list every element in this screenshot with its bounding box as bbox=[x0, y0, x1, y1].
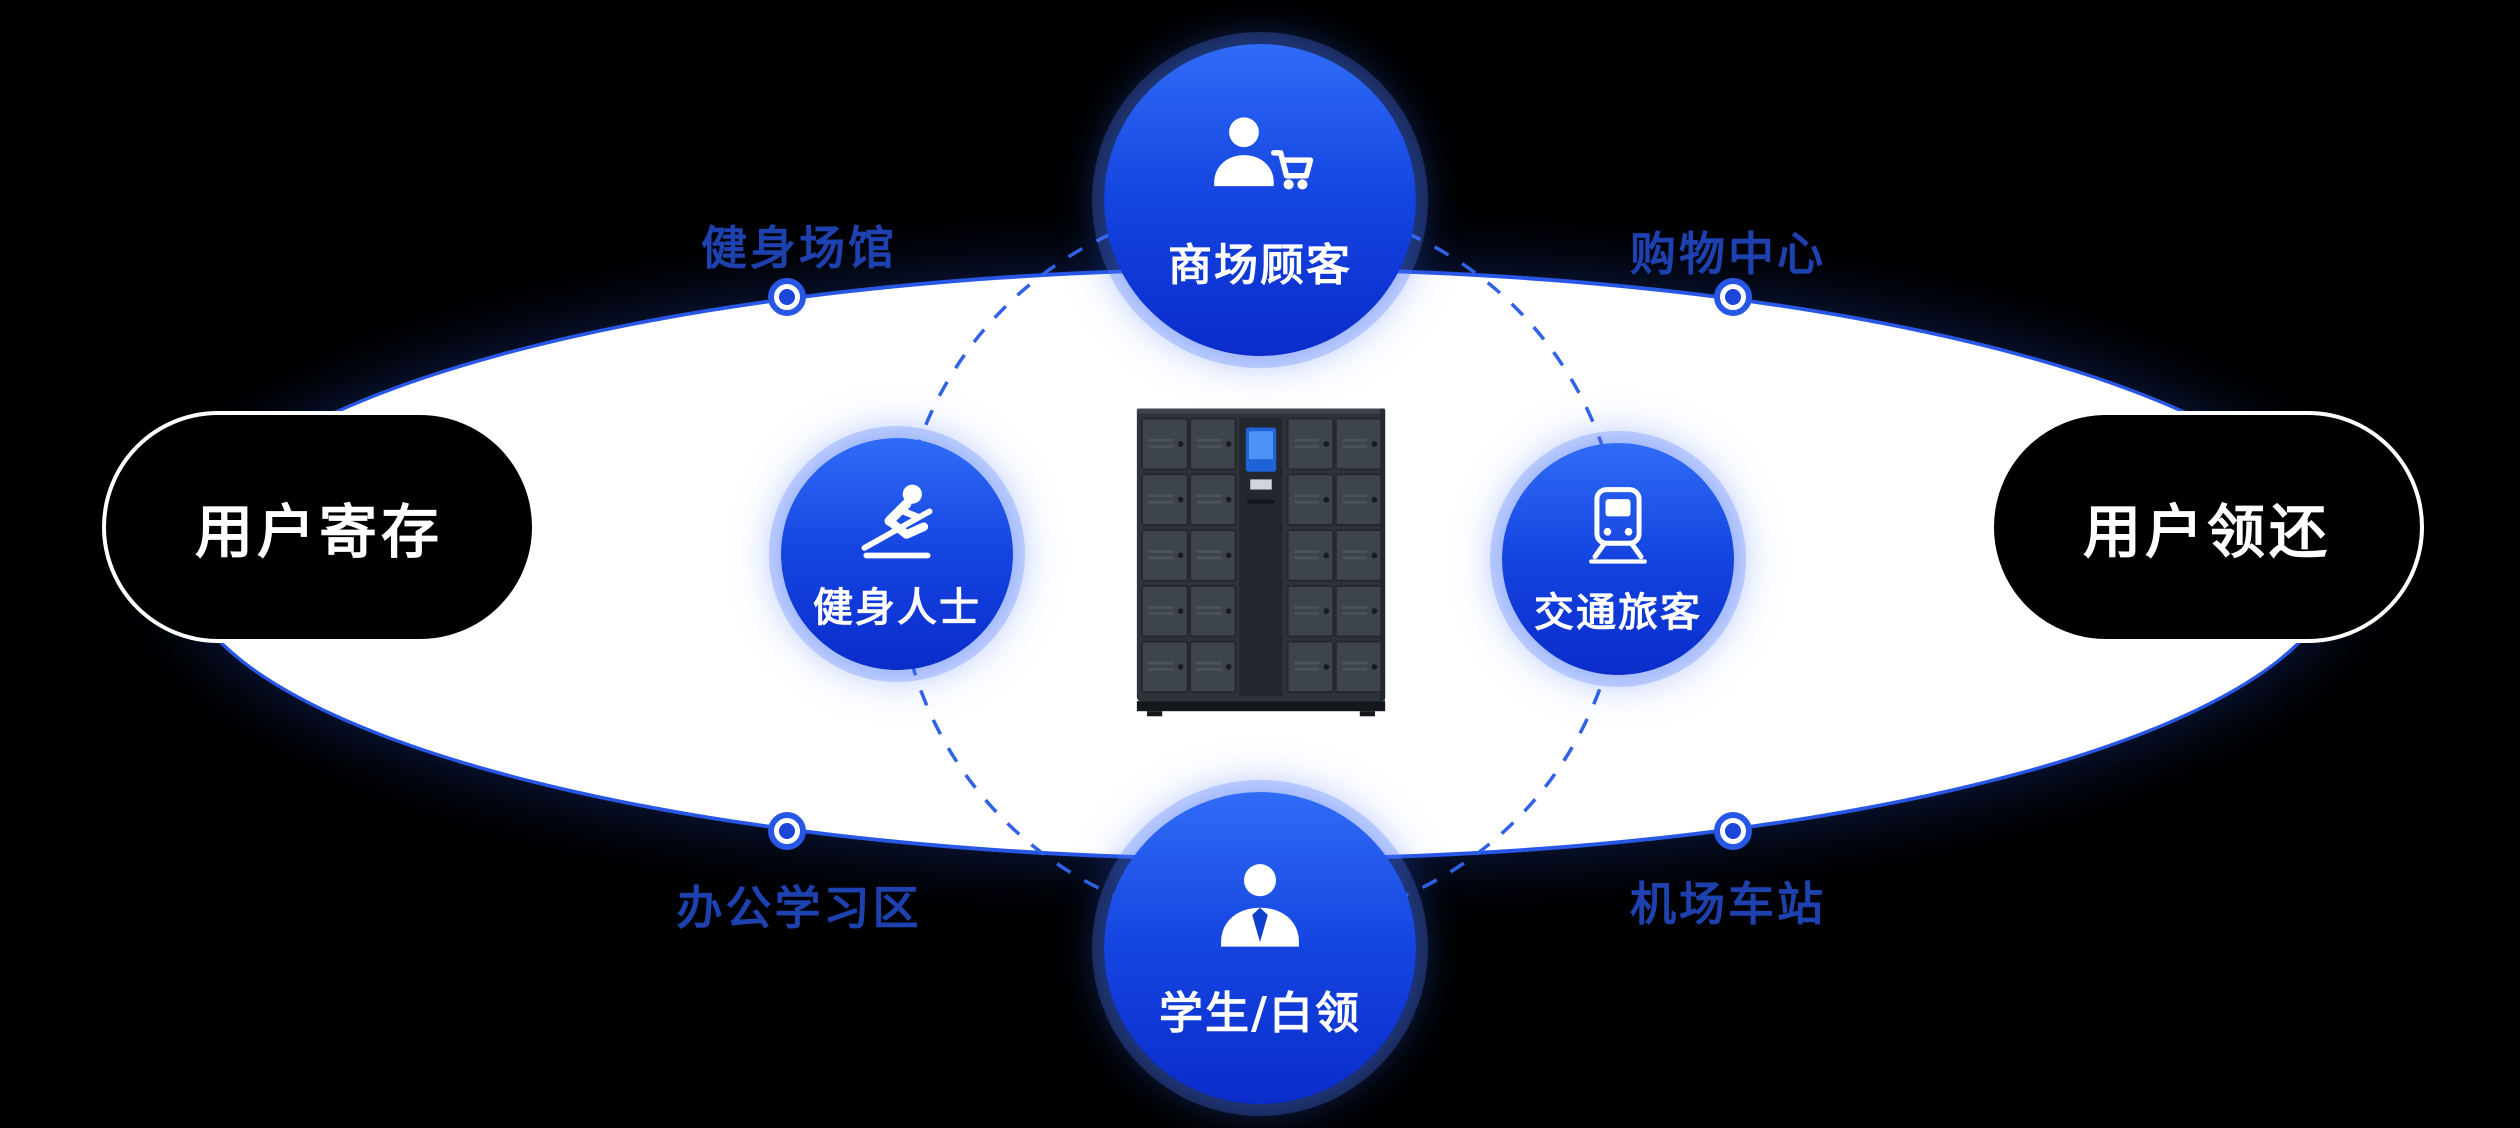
smart-locker-image bbox=[1128, 404, 1394, 722]
pill-user-retrieve: 用户领还 bbox=[1990, 411, 2424, 643]
ellipse-marker-top-left bbox=[768, 278, 806, 316]
node-fitness-person: 健身人士 bbox=[781, 438, 1013, 670]
shopper-cart-icon bbox=[1205, 107, 1315, 217]
scene-label-fitness-venue: 健身场馆 bbox=[701, 221, 897, 275]
scene-label-office-study-area: 办公学习区 bbox=[676, 881, 922, 935]
scene-label-airport-station: 机场车站 bbox=[1630, 877, 1826, 931]
ellipse-marker-top-right bbox=[1714, 278, 1752, 316]
node-student-white-collar: 学生/白领 bbox=[1104, 792, 1416, 1104]
business-person-icon bbox=[1205, 855, 1315, 965]
node-label: 学生/白领 bbox=[1158, 988, 1362, 1039]
fitness-exercise-icon bbox=[851, 475, 943, 567]
pill-user-deposit: 用户寄存 bbox=[102, 411, 536, 643]
train-icon bbox=[1572, 480, 1664, 572]
node-label: 健身人士 bbox=[813, 585, 981, 631]
node-label: 商场顾客 bbox=[1168, 240, 1352, 291]
ellipse-marker-bottom-left bbox=[768, 812, 806, 850]
ellipse-marker-bottom-right bbox=[1714, 812, 1752, 850]
node-transit-passenger: 交通旅客 bbox=[1502, 443, 1734, 675]
node-label: 交通旅客 bbox=[1534, 590, 1702, 636]
scene-label-shopping-center: 购物中心 bbox=[1630, 227, 1826, 281]
node-mall-customer: 商场顾客 bbox=[1104, 44, 1416, 356]
